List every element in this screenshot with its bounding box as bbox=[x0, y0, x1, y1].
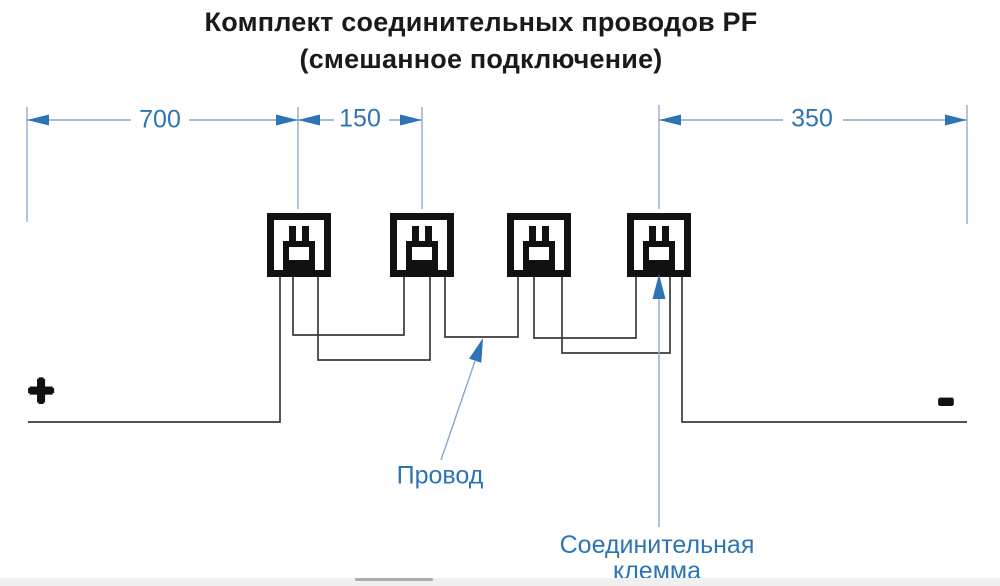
extension-lines bbox=[26, 105, 968, 224]
dim-350-arrow-left-icon bbox=[659, 114, 681, 126]
clamp-contact-left bbox=[529, 226, 536, 241]
terminal-clamp-3 bbox=[507, 213, 571, 277]
terminal-clamp-4 bbox=[627, 213, 691, 277]
plus-sign: + bbox=[27, 364, 55, 416]
clamp-label: Соединительная клемма bbox=[560, 532, 755, 584]
wire-link-1-2-a bbox=[292, 277, 405, 336]
wire-link-1-2-b bbox=[317, 277, 431, 361]
wires-group bbox=[28, 277, 967, 423]
clamp-contact-left bbox=[412, 226, 419, 241]
bottom-progress-track[interactable] bbox=[0, 578, 1000, 586]
dim-700-arrow-right-icon bbox=[276, 114, 298, 126]
clamp-contact-left bbox=[289, 226, 296, 241]
clamp-contact-right bbox=[662, 226, 669, 241]
bottom-progress-handle[interactable] bbox=[355, 578, 433, 581]
wire-label: Провод bbox=[396, 461, 484, 490]
dimension-700 bbox=[27, 114, 298, 126]
title-line-2: (смешанное подключение) bbox=[299, 44, 663, 74]
minus-sign: - bbox=[937, 368, 955, 428]
dim-350-arrow-right-icon bbox=[945, 114, 967, 126]
clamp-contact-right bbox=[302, 226, 309, 241]
wire-positive-rail bbox=[28, 277, 281, 423]
clamp-body-window bbox=[529, 247, 549, 260]
wire-leader-arrow bbox=[440, 338, 483, 461]
dimension-150 bbox=[298, 114, 422, 126]
dim-350-label: 350 bbox=[791, 104, 833, 133]
dim-150-label: 150 bbox=[339, 104, 381, 133]
title-line-1: Комплект соединительных проводов PF bbox=[204, 7, 758, 37]
clamp-label-line-1: Соединительная bbox=[559, 531, 755, 559]
clamp-body-window bbox=[412, 247, 432, 260]
terminal-clamp-1 bbox=[267, 213, 331, 277]
clamp-contact-right bbox=[542, 226, 549, 241]
diagram-title: Комплект соединительных проводов PF (сме… bbox=[0, 4, 962, 78]
terminal-clamp-2 bbox=[390, 213, 454, 277]
clamp-leader-arrowhead-icon bbox=[652, 274, 666, 299]
dim-700-arrow-left-icon bbox=[27, 114, 49, 126]
dim-150-arrow-right-icon bbox=[400, 114, 422, 126]
clamp-body-window bbox=[289, 247, 309, 260]
dimension-350 bbox=[659, 114, 967, 126]
wire-negative-rail bbox=[681, 277, 967, 423]
dim-150-arrow-left-icon bbox=[298, 114, 320, 126]
wire-leader-arrowhead-icon bbox=[469, 338, 483, 363]
dim-700-label: 700 bbox=[139, 105, 181, 134]
clamp-contact-left bbox=[649, 226, 656, 241]
clamp-leader-arrow bbox=[652, 274, 666, 527]
wire-link-3-4-b bbox=[561, 277, 671, 354]
clamp-body-window bbox=[649, 247, 669, 260]
wire-link-3-4-a bbox=[533, 277, 637, 339]
clamp-contact-right bbox=[425, 226, 432, 241]
wire-leader-line bbox=[440, 360, 476, 461]
wire-link-2-3 bbox=[444, 277, 519, 338]
